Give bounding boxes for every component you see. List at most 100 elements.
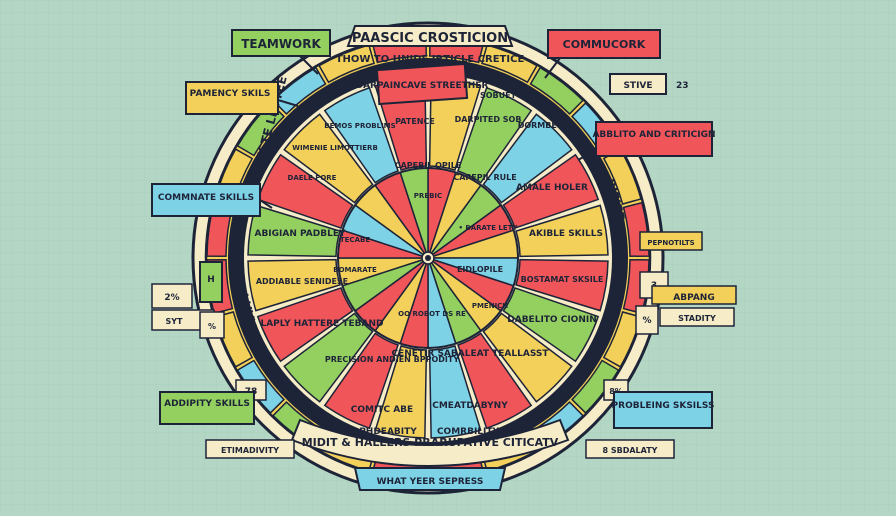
top-banner-text: PAASCIC CROSTICION: [352, 31, 508, 46]
callout-etimadivity: ETIMADIVITY: [205, 439, 295, 459]
label-eidlopile: EIDLOPILE: [457, 265, 503, 274]
outer-slice: [502, 286, 600, 363]
callout-probleing: PROBLEING SKSILSS: [612, 391, 715, 429]
label-oo-robot: OO ROBOT DS RE: [398, 310, 466, 318]
callout-addipity-text: ADDIPITY SKILLS: [164, 399, 250, 409]
top-banner: PAASCIC CROSTICION: [346, 25, 514, 47]
label-bostamat: BOSTAMAT SKSILE: [521, 275, 604, 284]
outer-slice: [283, 113, 374, 204]
callout-pernotilts: PEPNOTILTS: [639, 231, 703, 251]
callout-probleing-text: PROBLEING SKSILSS: [612, 401, 715, 411]
callout-pct-lower: %: [199, 311, 225, 339]
label-capepil-rule: CAPEPIL RULE: [453, 173, 516, 182]
callout-syt-text: SYT: [165, 317, 183, 326]
subtitle-box: DARPAINCAVE STREETHER: [356, 62, 489, 106]
center-point: [425, 255, 431, 261]
label-cmeatdabyny: CMEATDABYNY: [432, 401, 508, 411]
subtitle-line2: DARPAINCAVE STREETHER: [356, 81, 489, 91]
label-tecabe: TECABE: [340, 236, 370, 244]
label-capebil: CAPEBIL OPILE: [395, 161, 462, 170]
outer-slice: [256, 286, 354, 363]
callout-pamency: PAMENCY SKILS: [185, 81, 299, 115]
callout-stive: STIVE 23: [609, 73, 689, 95]
label-comitc: COMITC ABE: [351, 405, 413, 415]
wheel-slices: [247, 77, 609, 439]
label-precision: PRECISION ANDIEN BPPODITY: [325, 355, 460, 364]
label-sobuet: SOBUET: [480, 91, 517, 100]
callout-h-box-text: H: [207, 275, 215, 285]
outer-slice: [247, 204, 341, 258]
outer-band-segment: [318, 44, 375, 84]
label-prebic: PREBIC: [414, 192, 442, 200]
outer-slice: [482, 113, 573, 204]
label-phdeabity: PHDEABITY: [359, 427, 417, 437]
callout-ablito: ABBLITO AND CRITICIGN: [577, 121, 716, 161]
inner-band: [337, 167, 519, 349]
label-abigian: ABIGIAN PADBLEY: [254, 229, 345, 239]
callout-pct-left-text: 2%: [164, 293, 179, 303]
label-bemos: BEMOS PROBLIMS: [324, 122, 395, 130]
callout-pernotilts-text: PEPNOTILTS: [647, 239, 694, 247]
callout-commnate: COMMNATE SKILLS: [151, 183, 273, 217]
label-daele: DAELE PORE: [288, 174, 337, 182]
label-darpited: DARPITED SOB: [455, 115, 522, 124]
callout-stadity-text: STADITY: [678, 314, 716, 323]
outer-band-segment: [602, 148, 642, 205]
wheel-labels: PATENCE DARPITED SOB SOBUET DORMBET CAPE…: [254, 91, 603, 437]
outer-slice: [428, 345, 482, 439]
outer-slice: [502, 153, 600, 230]
outer-slice: [247, 258, 341, 312]
callout-sbdalaty: 8 SBDALATY: [585, 439, 675, 459]
callout-communork-text: COMMUCORK: [563, 38, 646, 51]
outer-slice: [323, 86, 400, 184]
outer-slice: [456, 332, 533, 430]
callout-pct-right: %: [635, 305, 659, 335]
callout-pct-lower-text: %: [208, 322, 216, 331]
callouts: TEAMWORK COMMUCORK PAMENCY SKILS STIVE 2…: [151, 29, 737, 459]
bottom-band: MIDIT & HALLERS PRARUPATIVE CITICATV WHA…: [290, 418, 570, 491]
subtitle-line1: THOW TO HNIDE IBTICLE CRETICE: [336, 54, 525, 65]
label-laply: LAPLY HATTERE TEBAND: [260, 319, 383, 329]
callout-stive-text: STIVE: [623, 81, 652, 91]
callout-stive-num: 23: [676, 81, 689, 91]
outer-band-segment: [236, 102, 285, 157]
outer-band-segment: [529, 66, 584, 115]
callout-addipity: ADDIPITY SKILLS: [159, 391, 255, 425]
label-addiable: ADDIABLE SENIDESE: [256, 277, 348, 286]
outer-slice: [456, 86, 533, 184]
label-cenetir: CENETIR SABALEAT TEALLASST: [391, 349, 549, 359]
label-dormbet: DORMBET: [518, 121, 563, 130]
callout-abpang: ABPANG: [651, 285, 737, 305]
callout-etimadivity-text: ETIMADIVITY: [221, 446, 279, 455]
label-wimenie: WIMENIE LIMOTTIERB: [292, 144, 378, 152]
outer-slice: [283, 312, 374, 403]
label-akible: AKIBLE SKILLS: [529, 229, 603, 239]
outer-slice: [323, 332, 400, 430]
label-bomarate: BOMARATE: [333, 266, 377, 274]
callout-teamwork-text: TEAMWORK: [241, 37, 321, 51]
label-barate: • BARATE LETY: [458, 224, 518, 232]
outer-slice: [374, 345, 428, 439]
outer-band-segment: [481, 44, 538, 84]
outer-slice: [256, 153, 354, 230]
bottom-tab-text: WHAT YEER SEPRESS: [377, 477, 484, 487]
label-patence: PATENCE: [395, 117, 435, 126]
label-combility: COMRBILITY: [437, 427, 500, 437]
label-pmenich: PMENICH: [472, 302, 508, 310]
outer-slice: [515, 258, 609, 312]
outer-slice: [515, 204, 609, 258]
callout-pamency-text: PAMENCY SKILS: [190, 89, 271, 99]
callout-teamwork: TEAMWORK: [231, 29, 331, 75]
label-amale: AMALE HOLER: [516, 183, 588, 193]
bottom-band-text: MIDIT & HALLERS PRARUPATIVE CITICATV: [302, 436, 559, 449]
callout-stadity: STADITY: [659, 307, 735, 327]
callout-commnate-text: COMMNATE SKILLS: [158, 193, 254, 203]
callout-ablito-text: ABBLITO AND CRITICIGN: [592, 130, 715, 140]
label-dabelito: DABELITO CIONIN: [507, 315, 596, 325]
callout-h-box: H: [199, 261, 223, 303]
outer-slice: [482, 312, 573, 403]
callout-abpang-text: ABPANG: [673, 293, 714, 303]
callout-pct-left: 2%: [151, 283, 193, 309]
